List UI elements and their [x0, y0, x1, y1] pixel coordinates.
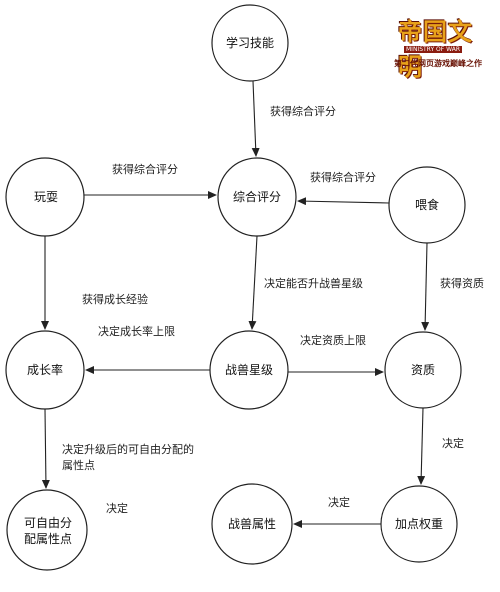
- game-logo: 帝国文明 MINISTRY OF WAR 第二代网页游戏巅峰之作: [394, 12, 494, 81]
- node-attrs: [211, 483, 293, 565]
- edge-label-play-growth: 获得成长经验: [82, 293, 148, 306]
- edge-score-star: [248, 235, 258, 330]
- edge-label-growth-free: 决定升级后的可自由分配的属性点: [62, 443, 194, 472]
- edge-label-score-star: 决定能否升战兽星级: [264, 277, 363, 290]
- edge-feed-aptitude: [421, 242, 430, 331]
- node-free-points: [6, 489, 88, 571]
- logo-subtitle: MINISTRY OF WAR: [404, 46, 462, 53]
- logo-tagline: 第二代网页游戏巅峰之作: [394, 59, 482, 68]
- node-score-label: 综合评分: [232, 190, 281, 204]
- edge-feed-score: [297, 197, 390, 206]
- edge-label-star-aptitude: 决定资质上限: [300, 334, 366, 347]
- edge-skill-score: [251, 80, 260, 157]
- edge-label-star-growth: 决定成长率上限: [98, 325, 175, 338]
- node-weights-label: 加点权重: [394, 517, 443, 531]
- node-growth-label: 成长率: [26, 363, 63, 377]
- edge-label-aptitude-weights: 决定: [442, 437, 464, 450]
- edge-label-weights-attrs: 决定: [328, 496, 350, 509]
- node-aptitude-label: 资质: [410, 363, 435, 377]
- edge-aptitude-weights: [417, 407, 426, 485]
- edge-label-skill-score: 获得综合评分: [270, 105, 336, 118]
- node-feed-label: 喂食: [414, 198, 439, 212]
- node-free-points-label: 可自由分配属性点: [23, 516, 72, 546]
- node-skill-label: 学习技能: [225, 36, 274, 50]
- node-attrs-label: 战兽属性: [227, 517, 276, 531]
- edge-label-free-attrs: 决定: [106, 502, 128, 515]
- edge-growth-free: [41, 408, 50, 489]
- node-play-label: 玩耍: [33, 190, 58, 204]
- edge-label-feed-score: 获得综合评分: [310, 171, 376, 184]
- edge-label-feed-aptitude: 获得资质: [440, 277, 484, 290]
- logo-title: 帝国文明: [398, 17, 473, 81]
- edge-label-play-score: 获得综合评分: [112, 163, 178, 176]
- node-skill: [211, 4, 289, 82]
- node-star-label: 战兽星级: [224, 363, 273, 377]
